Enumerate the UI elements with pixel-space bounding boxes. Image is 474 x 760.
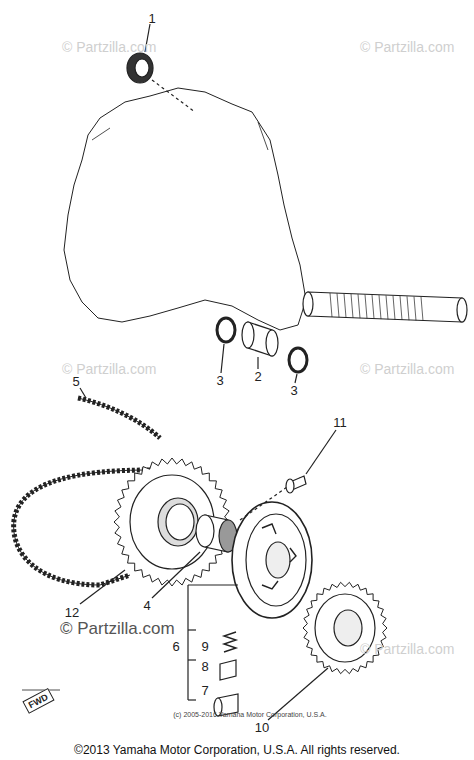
- watermark: © Partzilla.com: [62, 362, 156, 376]
- callout-number: 11: [333, 416, 347, 429]
- watermark: © Partzilla.com: [360, 40, 454, 54]
- callout-number: 3: [290, 384, 297, 397]
- watermark: © Partzilla.com: [360, 642, 454, 656]
- callout-number: 7: [201, 684, 208, 697]
- watermark: © Partzilla.com: [62, 40, 156, 54]
- callout-number: 3: [216, 374, 223, 387]
- copyright-note: ©2013 Yamaha Motor Corporation, U.S.A. A…: [74, 744, 400, 756]
- node-text: FWD: [27, 692, 50, 710]
- watermark: © Partzilla.com: [360, 362, 454, 376]
- callout-number: 5: [72, 375, 79, 388]
- callout-number: 1: [148, 12, 155, 25]
- callout-number: 12: [65, 606, 79, 619]
- watermark: © Partzilla.com: [60, 620, 175, 637]
- callout-number: 8: [201, 660, 208, 673]
- copyright-note: (c) 2005-2016 Yamaha Motor Corporation, …: [173, 711, 326, 718]
- direction-marker: FWD: [22, 688, 54, 714]
- callout-number: 2: [254, 370, 261, 383]
- callout-number: 10: [255, 721, 269, 734]
- callout-number: 9: [201, 640, 208, 653]
- callout-number: 6: [172, 640, 179, 653]
- callout-number: 4: [143, 599, 150, 612]
